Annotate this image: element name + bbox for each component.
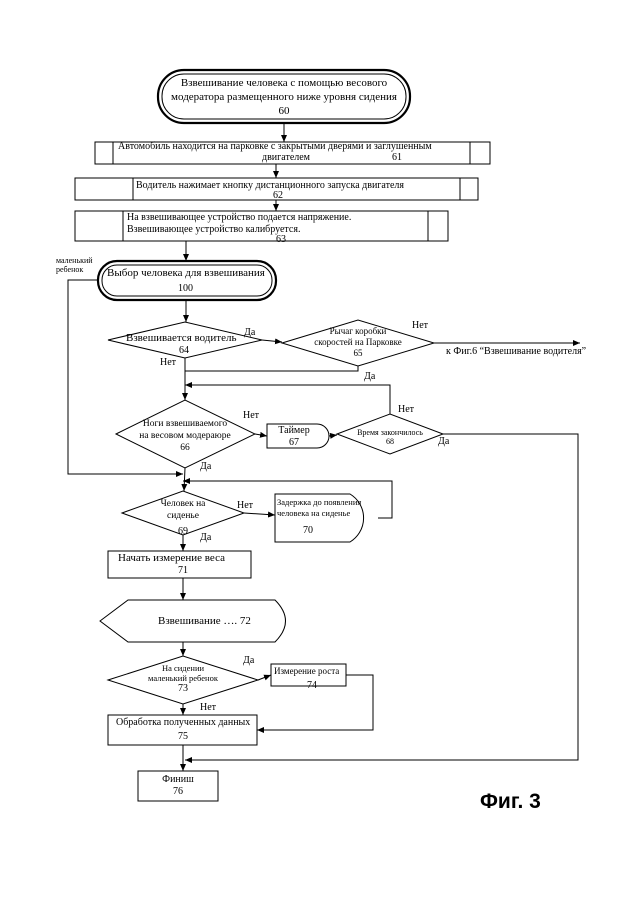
step-100-label: Выбор человека для взвешивания — [107, 267, 265, 279]
figure-label: Фиг. 3 — [480, 790, 541, 814]
step-73-number: 73 — [178, 683, 188, 695]
step-68-no-label: Нет — [398, 404, 414, 416]
step-68-yes-label: Да — [438, 436, 449, 448]
step-64-label: Взвешивается водитель — [126, 332, 236, 344]
step-63-line1: На взвешивающее устройство подается напр… — [127, 212, 351, 224]
step-73-yes-label: Да — [243, 655, 254, 667]
step-61-number: 61 — [392, 152, 402, 164]
step-68-label: Время закончилось68 — [344, 428, 436, 446]
step-75-number: 75 — [178, 731, 188, 743]
reference-fig6: к Фиг.6 “Взвешивание водителя” — [446, 346, 586, 358]
step-66-yes-label: Да — [200, 461, 211, 473]
step-69-no-label: Нет — [237, 500, 253, 512]
step-62-label: Водитель нажимает кнопку дистанционного … — [136, 180, 404, 192]
step-100-number: 100 — [178, 283, 193, 295]
step-76-label: Финиш76 — [138, 774, 218, 798]
step-64-no-label: Нет — [160, 357, 176, 369]
step-74-label: Измерение роста — [274, 665, 339, 677]
step-65-label: Рычаг коробкискоростей на Парковке65 — [310, 326, 406, 359]
step-63-number: 63 — [276, 234, 286, 246]
step-71-number: 71 — [178, 565, 188, 577]
step-69-number: 69 — [178, 526, 188, 538]
step-66-no-label: Нет — [243, 410, 259, 422]
step-71-label: Начать измерение веса — [118, 552, 225, 564]
step-70-number: 70 — [303, 525, 313, 537]
step-65-no-label: Нет — [412, 320, 428, 332]
step-73-label: На сидениималенький ребенок — [138, 663, 228, 683]
step-69-label: Человек насиденье — [143, 498, 223, 522]
step-61-line2: двигателем — [262, 152, 310, 164]
step-69-yes-label: Да — [200, 532, 211, 544]
step-63-line2: Взвешивающее устройство калибруется. — [127, 224, 300, 236]
step-74-number: 74 — [307, 680, 317, 692]
small-child-branch-label: маленькийребенок — [56, 256, 93, 274]
step-75-label: Обработка полученных данных — [116, 717, 250, 729]
step-67-label: Таймер67 — [270, 425, 318, 449]
step-64-yes-label: Да — [244, 327, 255, 339]
step-70-label: Задержка до появлениячеловека на сиденье — [277, 497, 361, 519]
step-72-label: Взвешивание …. 72 — [158, 615, 251, 627]
step-64-number: 64 — [179, 345, 189, 357]
step-62-number: 62 — [273, 190, 283, 202]
step-73-no-label: Нет — [200, 702, 216, 714]
step-60-label: Взвешивание человека с помощью весовогом… — [166, 76, 402, 118]
step-66-label: Ноги взвешиваемогона весовом модераюре66 — [135, 418, 235, 454]
step-65-yes-label: Да — [364, 371, 375, 383]
